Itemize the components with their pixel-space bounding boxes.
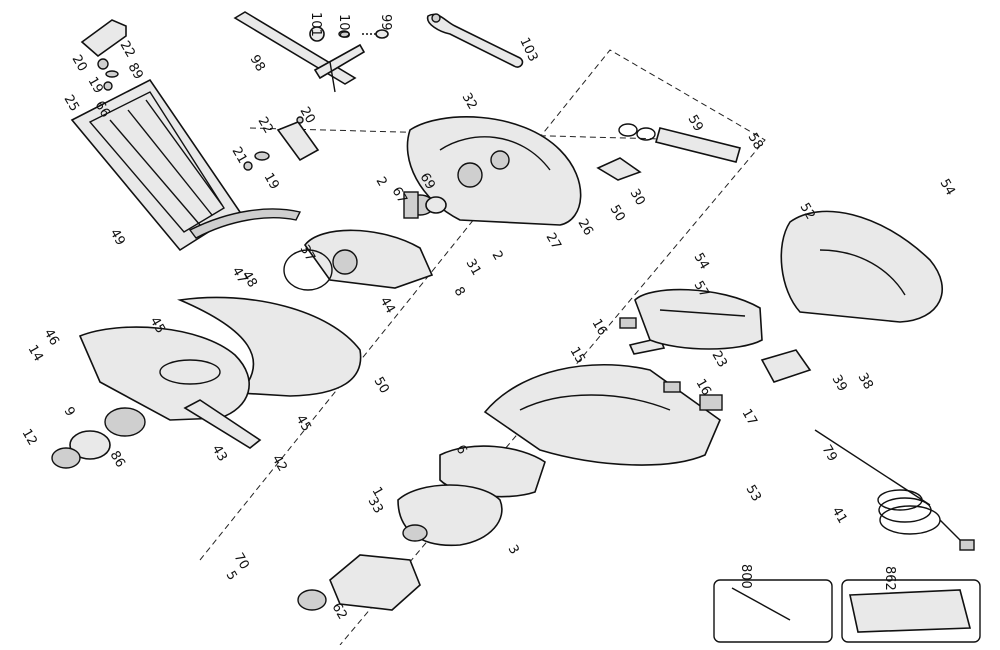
callout-23: 23	[709, 349, 730, 371]
gearbox-housing	[283, 229, 434, 291]
rear-handle	[780, 210, 943, 323]
callout-45: 45	[293, 413, 314, 435]
callout-58: 58	[745, 131, 766, 153]
gear-assembly	[403, 191, 447, 219]
callout-20: 20	[297, 105, 318, 127]
accessory-box-862	[841, 579, 981, 643]
callout-8: 8	[451, 285, 468, 300]
callout-89: 89	[125, 61, 146, 83]
callout-44: 44	[377, 295, 398, 317]
callout-22: 22	[117, 39, 138, 61]
callout-5: 5	[223, 569, 240, 584]
callout-32: 32	[459, 91, 480, 113]
callout-53: 53	[743, 483, 764, 505]
callout-49: 49	[107, 227, 128, 249]
callout-19: 19	[85, 75, 106, 97]
base-shoe	[70, 78, 302, 252]
bevel-bracket	[243, 116, 320, 171]
callout-50: 50	[607, 203, 628, 225]
dust-tube	[618, 123, 741, 163]
callout-2: 2	[489, 249, 506, 264]
callout-52: 52	[797, 201, 818, 223]
callout-59: 59	[685, 113, 706, 135]
armature	[297, 524, 428, 611]
callout-17: 17	[739, 407, 760, 429]
power-cord	[814, 429, 975, 551]
upper-blade-guard	[406, 116, 582, 226]
callout-54: 54	[937, 177, 958, 199]
callout-50: 50	[371, 375, 392, 397]
field-case	[634, 288, 763, 350]
callout-39: 39	[829, 373, 850, 395]
callout-9: 9	[61, 405, 78, 420]
blade-wrench	[426, 13, 524, 68]
callout-3: 3	[505, 543, 522, 558]
callout-62: 62	[329, 601, 350, 623]
callout-19: 19	[261, 171, 282, 193]
callout-800: 800	[738, 564, 753, 589]
callout-42: 42	[269, 453, 290, 475]
callout-79: 79	[819, 443, 840, 465]
callout-101: 101	[308, 12, 323, 37]
callout-15: 15	[567, 345, 588, 367]
callout-2: 2	[373, 175, 390, 190]
callout-14: 14	[25, 343, 46, 365]
callout-54: 54	[691, 251, 712, 273]
callout-86: 86	[107, 449, 128, 471]
callout-67: 67	[389, 185, 410, 207]
callout-16: 16	[693, 377, 714, 399]
callout-37: 37	[297, 243, 318, 265]
callout-41: 41	[829, 505, 850, 527]
callout-27: 27	[543, 231, 564, 253]
callout-69: 69	[417, 171, 438, 193]
callout-20: 20	[69, 53, 90, 75]
callout-57: 57	[691, 279, 712, 301]
callout-38: 38	[855, 371, 876, 393]
callout-21: 21	[229, 145, 250, 167]
blade-washers	[51, 407, 146, 469]
rip-fence	[233, 11, 366, 93]
depth-lever	[80, 19, 127, 91]
callout-66: 66	[92, 99, 113, 121]
callout-862: 862	[882, 566, 897, 591]
brush-holder	[760, 349, 812, 383]
knob-screw-assembly	[309, 26, 389, 42]
callout-48: 48	[239, 269, 260, 291]
callout-70: 70	[231, 551, 252, 573]
callout-30: 30	[627, 187, 648, 209]
callout-99: 99	[378, 14, 393, 31]
accessory-box-800	[713, 579, 833, 643]
guard-lever	[183, 399, 262, 449]
blade-guard-plate	[78, 326, 250, 421]
callout-25: 25	[61, 93, 82, 115]
callout-16: 16	[589, 317, 610, 339]
callout-33: 33	[365, 495, 386, 517]
motor-housing	[483, 364, 723, 466]
callout-45: 45	[147, 315, 168, 337]
callout-98: 98	[247, 53, 268, 75]
callout-12: 12	[19, 427, 40, 449]
callout-26: 26	[575, 217, 596, 239]
callout-22: 22	[255, 115, 276, 137]
callout-100: 100	[336, 14, 351, 39]
callout-43: 43	[209, 443, 230, 465]
callout-31: 31	[463, 257, 484, 279]
lower-blade-guard	[177, 296, 362, 397]
adjust-knob	[596, 157, 642, 181]
callout-47: 47	[229, 265, 250, 287]
callout-46: 46	[41, 327, 62, 349]
